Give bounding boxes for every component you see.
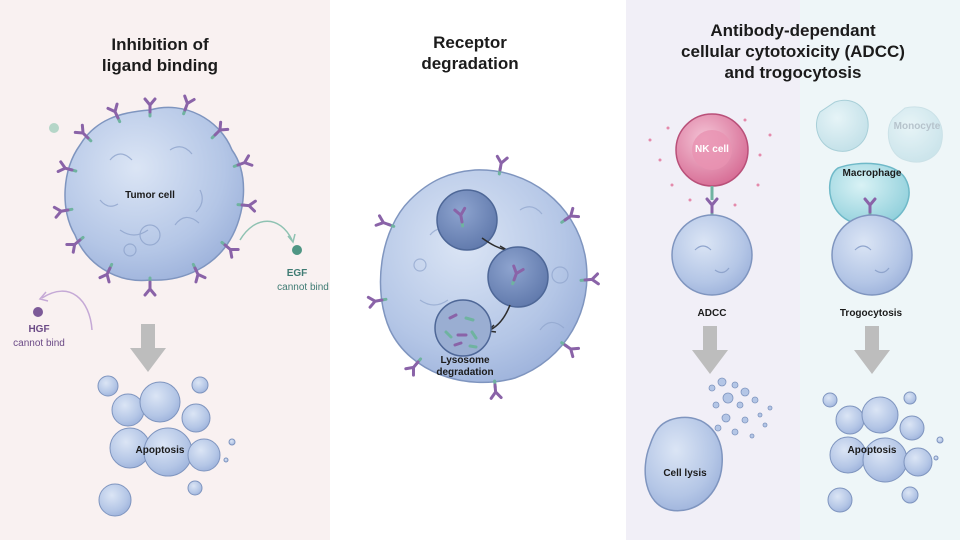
label-lysosome: Lysosome degradation [436,355,494,378]
label-apoptosis-1: Apoptosis [135,445,185,456]
label-adcc: ADCC [697,308,727,319]
monocyte-cells [816,99,943,163]
large-tumor-cell [379,169,588,384]
nk-cell [675,113,749,200]
apoptotic-bodies-1 [97,375,236,517]
tumor-cell-adcc [671,214,753,296]
endosome-2 [487,246,549,308]
apoptotic-bodies-2 [822,391,944,513]
title-receptor-degradation: Receptor degradation [421,33,519,73]
down-arrow-3-icon [854,326,890,374]
cytokine-dots [648,118,772,207]
down-arrow-1-icon [130,324,166,372]
title-ligand-binding: Inhibition of ligand binding [101,35,219,75]
label-nk-cell: NK cell [695,144,729,155]
label-egf-note: cannot bind [277,282,329,293]
ligand-dot-icon [49,123,59,133]
down-arrow-2-icon [692,326,728,374]
egf-arrow-icon [239,220,293,241]
label-tumor-cell: Tumor cell [125,190,175,201]
label-hgf-note: cannot bind [13,338,65,349]
hgf-molecule-icon [33,307,43,317]
egf-molecule-icon [292,245,302,255]
label-cell-lysis: Cell lysis [663,468,707,479]
label-hgf: HGF [28,324,50,335]
label-trogocytosis: Trogocytosis [839,308,903,319]
tumor-cell [64,106,245,282]
label-monocyte: Monocyte [893,121,941,132]
endosome-1 [436,189,498,251]
label-macrophage: Macrophage [842,168,902,179]
tumor-cell-trogocytosis [831,214,913,296]
lysosome [434,299,492,357]
cell-lysis [644,377,773,512]
label-apoptosis-2: Apoptosis [847,445,897,456]
hgf-arrow-icon [41,290,93,331]
label-egf: EGF [286,268,308,279]
title-adcc: Antibody-dependant cellular cytotoxicity… [681,21,905,82]
